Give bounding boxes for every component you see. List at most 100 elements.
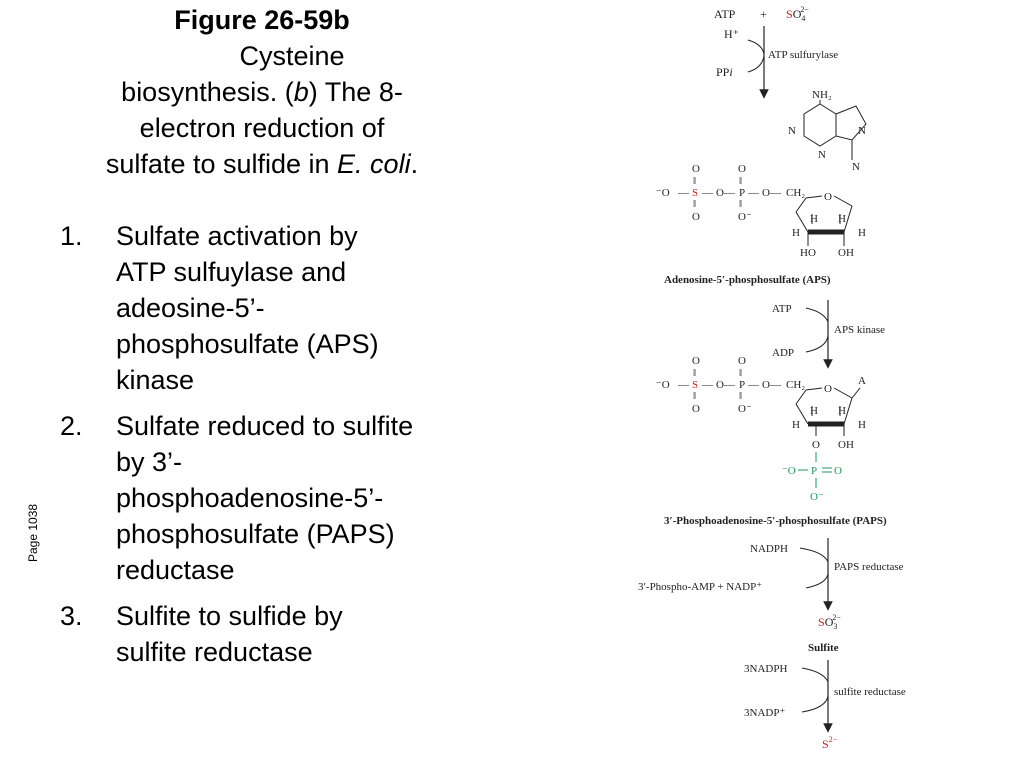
hydrogen-atom: H bbox=[792, 419, 800, 431]
bond-dash: — bbox=[769, 379, 782, 391]
cysteine-biosynthesis-scheme: ATP + SO42− H⁺ PPi ATP sulfurylase NH₂ N… bbox=[638, 5, 906, 751]
step-number: 3. bbox=[60, 601, 83, 631]
oxo-atom: O bbox=[738, 355, 746, 367]
hydrogen-atom: H bbox=[838, 213, 846, 225]
step-line: phosphosulfate (APS) bbox=[116, 329, 379, 359]
step-item: 3. Sulfite to sulfide by sulfite reducta… bbox=[60, 598, 500, 670]
three-nadph-reactant: 3NADPH bbox=[744, 663, 787, 675]
double-bond-mark: ‖ bbox=[739, 175, 742, 187]
phosphate-phosphorus: P bbox=[811, 465, 817, 477]
hydrogen-atom: H bbox=[838, 405, 846, 417]
aps-kinase-enzyme: APS kinase bbox=[834, 324, 885, 336]
steps-list: 1. Sulfate activation by ATP sulfuylase … bbox=[60, 218, 500, 670]
plus-sign: + bbox=[760, 7, 767, 21]
phosphorus-atom: P bbox=[739, 379, 745, 391]
oxyanion-below: O⁻ bbox=[738, 403, 752, 415]
hydrogen-atom: H bbox=[810, 213, 818, 225]
h-plus-curve bbox=[747, 39, 765, 55]
step-line: sulfite reductase bbox=[116, 637, 313, 667]
step-number: 1. bbox=[60, 221, 83, 251]
ppi-curve bbox=[747, 55, 765, 73]
caption-italic: b bbox=[293, 77, 309, 107]
adenine-abbrev: A bbox=[858, 375, 866, 387]
hydroxyl-group: OH bbox=[838, 439, 854, 451]
adenine-ring bbox=[803, 100, 867, 147]
atp-reactant: ATP bbox=[714, 7, 736, 21]
phosphate-ester-oxygen: O bbox=[812, 439, 820, 451]
ring-nitrogen: N bbox=[818, 149, 826, 161]
step-line: phosphosulfate (PAPS) bbox=[116, 519, 395, 549]
caption-text: ) The 8- bbox=[308, 77, 403, 107]
step-line: adeosine-5’- bbox=[116, 293, 265, 323]
phospho-amp-products: 3′-Phospho-AMP + NADP⁺ bbox=[638, 581, 762, 593]
bond-dash: — bbox=[747, 187, 760, 199]
sulfide-species: S2− bbox=[822, 735, 838, 751]
bond-dash: — bbox=[769, 187, 782, 199]
adp-product: ADP bbox=[772, 347, 794, 359]
bond-dash: — bbox=[677, 187, 690, 199]
phosphate-oxo: O bbox=[834, 465, 842, 477]
double-bond-mark: ‖ bbox=[739, 198, 742, 210]
sulfite-species: SO32− bbox=[818, 613, 841, 631]
ring-nitrogen: N bbox=[858, 125, 866, 137]
figure-title: Figure 26-59b bbox=[174, 5, 350, 35]
aps-label: Adenosine-5′-phosphosulfate (APS) bbox=[664, 274, 831, 286]
bridge-oxygen: O bbox=[762, 187, 770, 199]
ring-nitrogen: N bbox=[788, 125, 796, 137]
caption-line-2: biosynthesis. (b) The 8- bbox=[52, 74, 472, 110]
bridge-oxygen: O bbox=[716, 379, 724, 391]
hydrogen-atom: H bbox=[858, 227, 866, 239]
oxyanion: ⁻O bbox=[656, 379, 670, 391]
oxyanion-below: O⁻ bbox=[738, 211, 752, 223]
step-line: kinase bbox=[116, 365, 195, 395]
oxo-atom: O bbox=[692, 163, 700, 175]
nadph-curve bbox=[801, 667, 829, 683]
bond-dash: — bbox=[701, 187, 714, 199]
nadp-curve bbox=[801, 695, 829, 713]
hydrogen-atom: H bbox=[810, 405, 818, 417]
double-bond-mark: ‖ bbox=[739, 367, 742, 379]
caption-line-3: electron reduction of bbox=[139, 113, 385, 143]
methylene-group: CH₂ bbox=[786, 379, 805, 391]
double-bond-mark: ‖ bbox=[739, 390, 742, 402]
phosphate-oxyanion-below: O⁻ bbox=[810, 491, 824, 503]
nadph-reactant: NADPH bbox=[750, 543, 788, 555]
phosphorus-atom: P bbox=[739, 187, 745, 199]
oxo-atom: O bbox=[692, 403, 700, 415]
step-line: by 3’- bbox=[116, 447, 183, 477]
sulfite-label: Sulfite bbox=[808, 642, 839, 654]
bridge-oxygen: O bbox=[716, 187, 724, 199]
oxo-atom: O bbox=[738, 163, 746, 175]
ring-oxygen: O bbox=[824, 191, 832, 203]
double-bond-mark: ‖ bbox=[693, 390, 696, 402]
atp-curve bbox=[805, 307, 829, 323]
figure-caption: Figure 26-59b Cysteine biosynthesis. (b)… bbox=[52, 2, 472, 182]
products-curve bbox=[805, 573, 829, 589]
sulfite-reductase-enzyme: sulfite reductase bbox=[834, 686, 906, 698]
step-line: Sulfite to sulfide by bbox=[116, 601, 343, 631]
sulfate-reactant: SO42− bbox=[786, 5, 809, 23]
step-item: 1. Sulfate activation by ATP sulfuylase … bbox=[60, 218, 500, 398]
methylene-group: CH₂ bbox=[786, 187, 805, 199]
nadph-curve bbox=[799, 547, 829, 563]
adp-curve bbox=[805, 335, 829, 353]
ribose-ring bbox=[795, 195, 853, 246]
caption-line-1: Cysteine bbox=[239, 41, 345, 71]
oxyanion: ⁻O bbox=[656, 187, 670, 199]
amine-group: NH₂ bbox=[812, 89, 832, 101]
ppi-product: PPi bbox=[716, 65, 733, 79]
bond-dash: — bbox=[677, 379, 690, 391]
step-line: ATP sulfuylase and bbox=[116, 257, 347, 287]
three-nadp-product: 3NADP⁺ bbox=[744, 707, 785, 719]
paps-label: 3′-Phosphoadenosine-5′-phosphosulfate (P… bbox=[664, 515, 887, 527]
hydrogen-atom: H bbox=[792, 227, 800, 239]
sulfur-atom: S bbox=[692, 379, 698, 391]
hydrogen-atom: H bbox=[858, 419, 866, 431]
h-plus: H⁺ bbox=[724, 27, 739, 41]
double-bond-mark: ‖ bbox=[693, 175, 696, 187]
step-number: 2. bbox=[60, 411, 83, 441]
caption-line-4: sulfate to sulfide in E. coli. bbox=[52, 146, 472, 182]
bond-dash: — bbox=[747, 379, 760, 391]
caption-text: biosynthesis. ( bbox=[121, 77, 294, 107]
hydroxyl-group: HO bbox=[800, 247, 816, 259]
